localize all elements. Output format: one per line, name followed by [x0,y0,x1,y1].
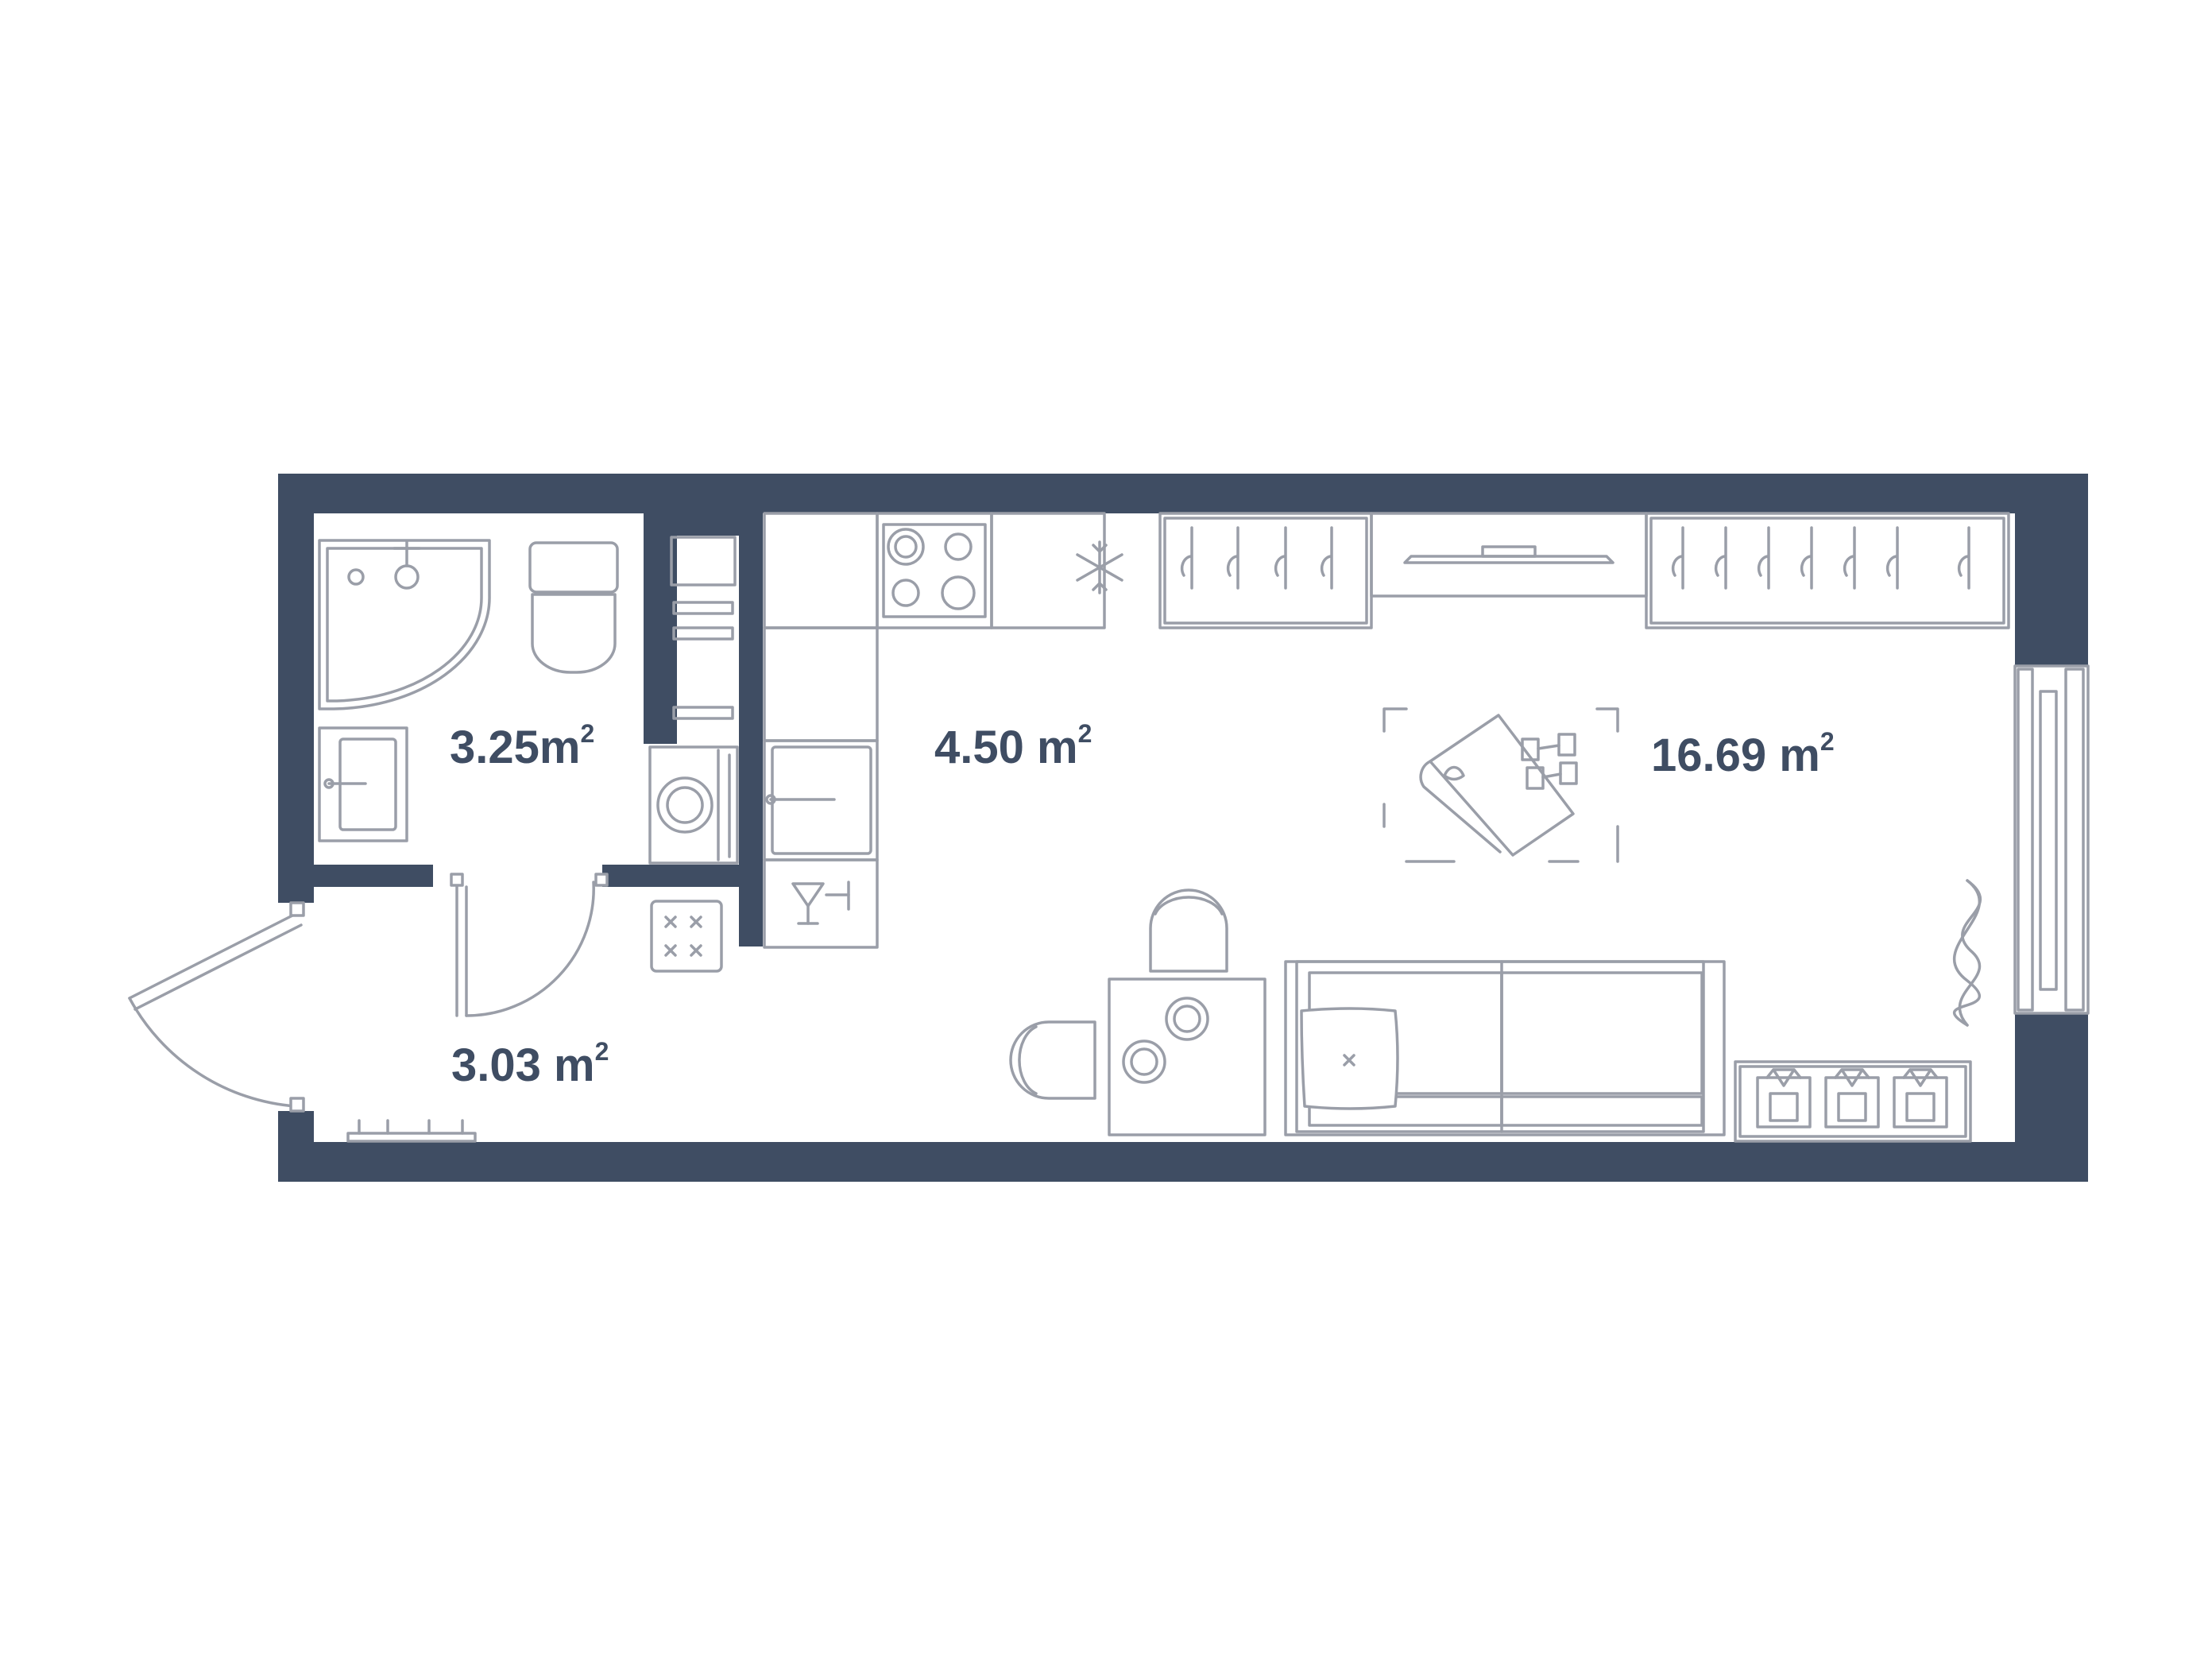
chair-icon [1009,1020,1096,1100]
folded-shirt-icon [1756,1068,1948,1128]
activity-zone [1382,707,1619,863]
room-area-kitchen: 4.50 m2 [934,719,1092,773]
toilet-icon [528,541,619,674]
bathroom-door [450,873,609,1017]
svg-text:3.25m2: 3.25m2 [450,719,594,773]
curtain-icon [1952,879,1982,1027]
washing-machine-icon [648,745,739,865]
window [2013,664,2090,1015]
entry-door [128,901,305,1113]
range-hood-icon [1370,512,1648,598]
shower-icon [318,539,491,710]
hanger-icon [1180,526,1333,590]
wardrobe-left [1158,512,1373,629]
svg-text:4.50 m2: 4.50 m2 [934,719,1092,773]
washbasin-icon [318,726,408,842]
room-area-living: 16.69 m2 [1651,727,1835,781]
walls [278,474,2088,1182]
chair-icon [1149,888,1228,973]
cooktop-icon [876,512,993,629]
shoe-rack-icon [346,1119,477,1143]
pillow-icon [1300,1007,1399,1110]
yoga-mat-icon [1419,714,1575,857]
sofa-icon [1284,960,1726,1136]
cooktop-small-icon [650,900,723,973]
svg-text:16.69 m2: 16.69 m2 [1651,727,1835,781]
dumbbell-icon [1521,733,1578,790]
electric-panel-icon [670,536,737,720]
svg-text:3.03 m2: 3.03 m2 [451,1037,609,1091]
cocktail-icon [791,881,850,925]
room-area-hallway: 3.03 m2 [451,1037,609,1091]
table-icon [1108,977,1266,1136]
room-area-bathroom: 3.25m2 [450,719,594,773]
kitchen-counter [763,512,879,949]
wardrobe-right [1645,512,2010,629]
kitchen-sink-icon [765,745,872,855]
dresser [1734,1060,1972,1143]
freezer-icon [990,512,1123,629]
hanger-icon [1671,526,1970,590]
